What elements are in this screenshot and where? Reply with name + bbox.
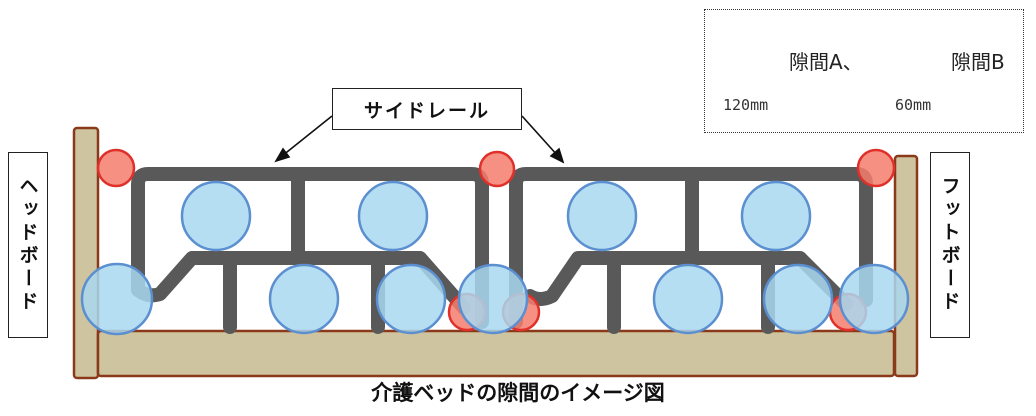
arrow-left xyxy=(281,115,333,157)
gap-b-circle xyxy=(478,150,516,188)
gap-b-circle xyxy=(856,148,896,188)
legend-box: 隙間A、 120mm 隙間B 60mm xyxy=(704,9,1024,133)
gap-a-circle xyxy=(838,263,910,335)
headboard-label-text: ヘッドボード xyxy=(16,176,39,314)
gap-a-circle xyxy=(375,263,447,335)
gap-b-circle xyxy=(96,148,136,188)
gap-a-circle xyxy=(457,263,529,335)
diagram-caption: 介護ベッドの隙間のイメージ図 xyxy=(371,381,665,405)
headboard-post xyxy=(72,126,100,380)
arrow-right xyxy=(521,115,559,157)
legend-gap-a-label: 隙間A、 xyxy=(789,50,863,74)
legend-gap-b-size: 60mm xyxy=(895,96,932,114)
headboard-label: ヘッドボード xyxy=(8,152,48,338)
legend-gap-a-size: 120mm xyxy=(723,96,769,114)
gap-a-circle xyxy=(740,180,812,252)
gap-a-circle xyxy=(268,263,340,335)
gap-a-circle xyxy=(80,262,154,336)
gap-a-circle xyxy=(566,180,638,252)
side-rail-label: サイドレール xyxy=(332,88,522,130)
bed-base xyxy=(96,329,896,378)
legend-gap-b-label: 隙間B xyxy=(951,50,1005,74)
gap-a-circle xyxy=(180,180,252,252)
gap-a-circle xyxy=(357,180,429,252)
footboard-label: フットボード xyxy=(930,152,970,338)
side-rail-arrows xyxy=(274,115,565,164)
footboard-label-text: フットボード xyxy=(938,176,961,314)
gap-a-circle xyxy=(762,263,834,335)
footboard-post xyxy=(893,154,919,378)
gap-a-markers xyxy=(80,180,910,336)
gap-a-circle xyxy=(652,263,724,335)
